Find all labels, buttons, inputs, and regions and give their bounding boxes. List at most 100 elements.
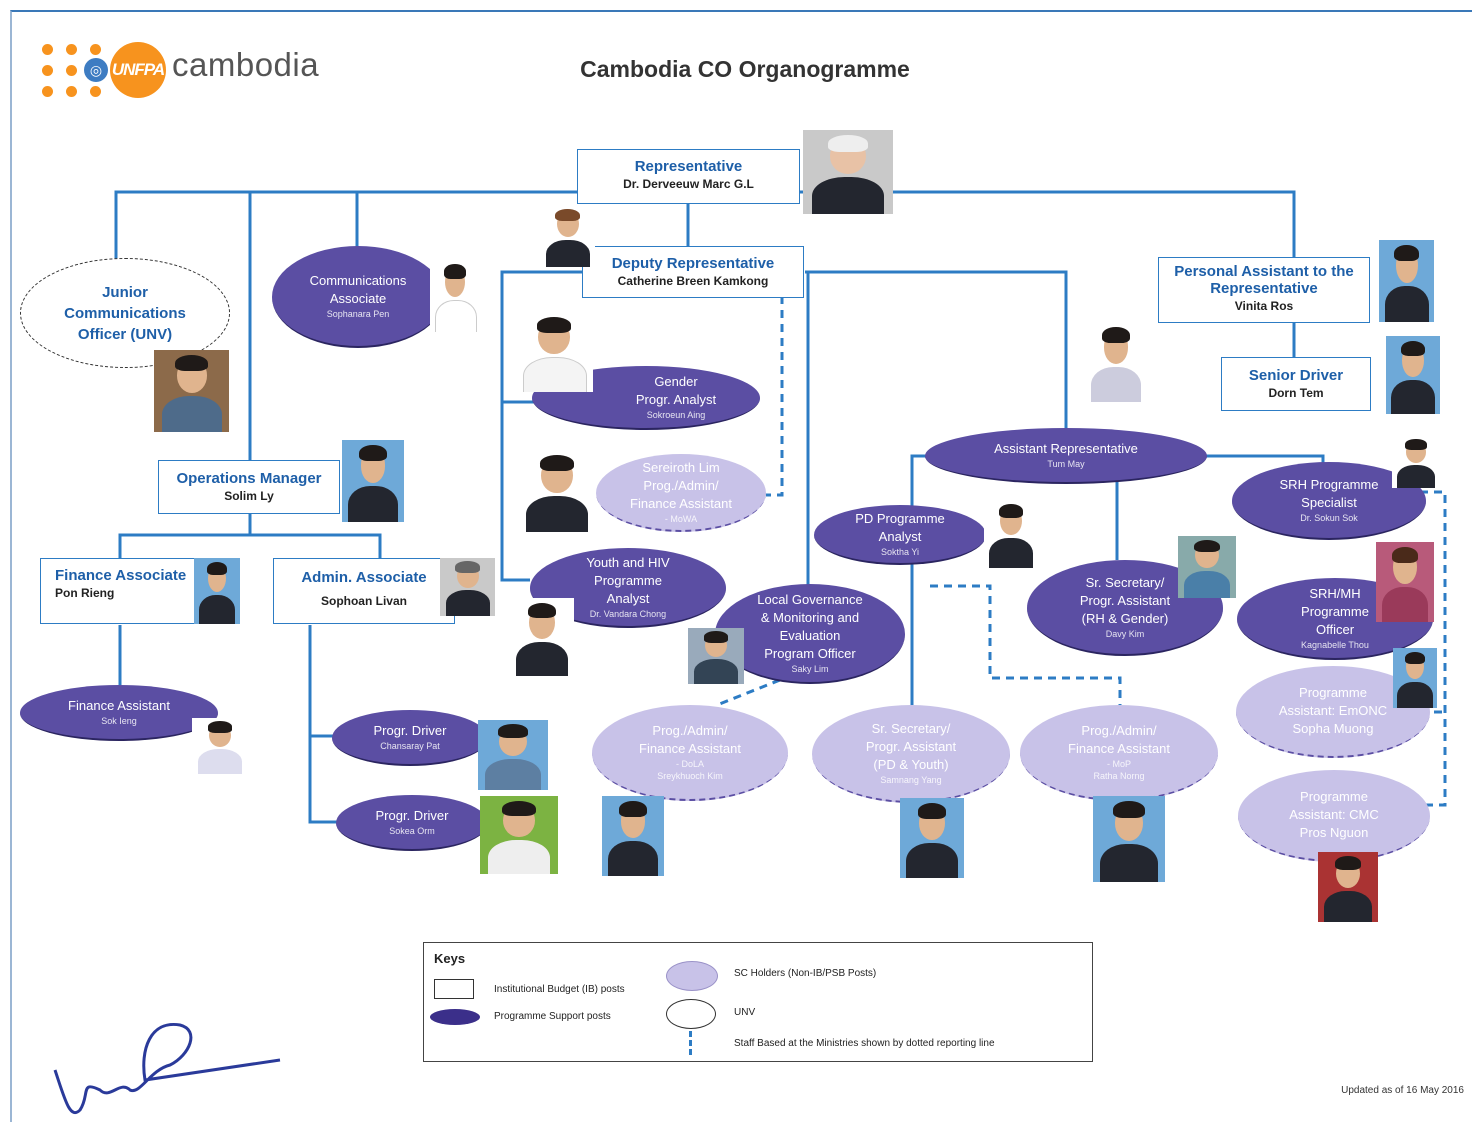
photo-finance-associate <box>194 558 240 624</box>
legend-sc-label: SC Holders (Non-IB/PSB Posts) <box>734 968 877 979</box>
photo-fa-mop <box>1093 796 1165 882</box>
node-role-line: Specialist <box>1301 495 1357 510</box>
node-role-line: Junior <box>102 283 148 301</box>
node-role-line: Programme <box>594 573 662 588</box>
node-role-line: SRH/MH <box>1309 586 1361 601</box>
node-role-line: Progr. Assistant <box>865 739 957 754</box>
node-name: Sophoan Livan <box>320 594 407 608</box>
node-role: Admin. Associate <box>301 569 427 586</box>
node-name: Sophanara Pen <box>326 309 390 319</box>
node-junior-communications-officer: Junior Communications Officer (UNV) <box>20 258 230 368</box>
logo-dot <box>90 44 101 55</box>
logo-dot <box>90 86 101 97</box>
node-sr-secretary-pd-youth: Sr. Secretary/ Progr. Assistant (PD & Yo… <box>812 705 1010 803</box>
photo-comm-associate <box>430 260 480 332</box>
node-name: Davy Kim <box>1105 629 1145 639</box>
node-name: Dr. Sokun Sok <box>1300 513 1358 523</box>
node-operations-manager: Operations Manager Solim Ly <box>158 460 340 514</box>
node-role-line: Representative <box>1210 280 1318 297</box>
legend-keys: Keys Institutional Budget (IB) posts Pro… <box>423 942 1093 1062</box>
node-admin-associate: Admin. Associate Sophoan Livan <box>273 558 455 624</box>
node-name: Chansaray Pat <box>380 741 440 751</box>
node-representative: Representative Dr. Derveeuw Marc G.L <box>577 149 800 204</box>
page-title: Cambodia CO Organogramme <box>580 56 910 82</box>
photo-finance-assistant <box>192 718 248 774</box>
photo-representative <box>803 130 893 214</box>
logo-dot <box>42 65 53 76</box>
photo-senior-driver <box>1386 336 1440 414</box>
node-role-line: Programme <box>1299 685 1367 700</box>
photo-sr-sec-pd <box>900 798 964 878</box>
photo-deputy <box>540 205 595 267</box>
node-finance-assistant-mop: Prog./Admin/ Finance Assistant - MoP Rat… <box>1020 705 1218 801</box>
legend-ps-swatch <box>430 1009 480 1025</box>
photo-gender-analyst <box>515 312 593 392</box>
photo-junior-comm <box>154 350 229 432</box>
node-role: Finance Assistant <box>68 698 170 713</box>
node-name: Sokroeun Aing <box>646 410 706 420</box>
node-finance-associate: Finance Associate Pon Rieng <box>40 558 200 624</box>
brand-text: cambodia <box>172 46 320 83</box>
node-role: Assistant Representative <box>994 441 1138 456</box>
node-name: Soktha Yi <box>880 547 920 557</box>
photo-srh-mh <box>1376 542 1434 622</box>
node-local-governance-officer: Local Governance & Monitoring and Evalua… <box>715 584 905 684</box>
node-name: Pon Rieng <box>55 586 115 600</box>
photo-local-gov <box>688 628 744 684</box>
legend-ib-label: Institutional Budget (IB) posts <box>494 984 625 995</box>
node-name-line: Sreykhuoch Kim <box>657 771 723 781</box>
node-role-line: Prog./Admin/ <box>1081 723 1157 738</box>
photo-admin-associate <box>440 558 495 616</box>
photo-driver-2 <box>480 796 558 874</box>
photo-driver-1 <box>478 720 548 790</box>
page-frame <box>10 10 1472 1122</box>
node-role: Operations Manager <box>176 470 322 487</box>
legend-dotted-line <box>689 1031 692 1055</box>
node-role-line: Progr. Analyst <box>635 392 717 407</box>
photo-ops-manager <box>342 440 404 522</box>
node-role-line: Sr. Secretary/ <box>1085 575 1165 590</box>
photo-fa-dola <box>602 796 664 876</box>
legend-unv-label: UNV <box>734 1007 756 1018</box>
node-name: Sokea Orm <box>389 826 435 836</box>
node-role-line: Assistant: CMC <box>1289 807 1379 822</box>
node-role-line: Communications <box>309 273 407 288</box>
node-role-line: & Monitoring and <box>760 610 860 625</box>
node-role-line: Program Officer <box>764 646 856 661</box>
node-program-driver: Progr. Driver Chansaray Pat <box>332 710 488 766</box>
node-role-line: Officer <box>1315 622 1355 637</box>
node-role: Senior Driver <box>1248 367 1344 384</box>
node-role-line: Finance Assistant <box>1068 741 1170 756</box>
node-name: Kagnabelle Thou <box>1301 640 1369 650</box>
photo-emonc <box>1393 648 1437 708</box>
node-name-line: - DoLA <box>675 759 704 769</box>
legend-ps-label: Programme Support posts <box>494 1011 611 1022</box>
node-deputy-representative: Deputy Representative Catherine Breen Ka… <box>582 246 804 298</box>
node-name: Catherine Breen Kamkong <box>617 274 769 288</box>
node-role-line: PD Programme <box>855 511 945 526</box>
node-role-line: Analyst <box>606 591 650 606</box>
node-pd-programme-analyst: PD Programme Analyst Soktha Yi <box>814 505 986 565</box>
node-role-line: Communications <box>64 304 186 322</box>
node-name-line: - MoP <box>1106 759 1131 769</box>
node-role-line: Youth and HIV <box>586 555 670 570</box>
node-programme-assistant-cmc: Programme Assistant: CMC Pros Nguon <box>1238 770 1430 862</box>
node-name: Dr. Vandara Chong <box>589 609 667 619</box>
node-name: Dorn Tem <box>1268 386 1324 400</box>
node-role-line: SRH Programme <box>1279 477 1379 492</box>
node-role: Progr. Driver <box>375 808 449 823</box>
logo-dot <box>66 65 77 76</box>
photo-sr-sec-rh <box>1178 536 1236 598</box>
node-role-line: (RH & Gender) <box>1081 611 1169 626</box>
legend-ib-swatch <box>434 979 474 999</box>
node-role-line: Assistant: EmONC <box>1278 703 1388 718</box>
node-role-line: Pros Nguon <box>1299 825 1369 840</box>
node-name: Dr. Derveeuw Marc G.L <box>623 177 754 191</box>
photo-srh-specialist <box>1392 436 1440 488</box>
node-role-line: Evaluation <box>779 628 841 643</box>
node-name: Tum May <box>1047 459 1085 469</box>
node-role-line: Local Governance <box>757 592 863 607</box>
node-finance-assistant-mowa: Sereiroth Lim Prog./Admin/ Finance Assis… <box>596 454 766 532</box>
node-finance-assistant-dola: Prog./Admin/ Finance Assistant - DoLA Sr… <box>592 705 788 801</box>
logo-dot <box>42 44 53 55</box>
